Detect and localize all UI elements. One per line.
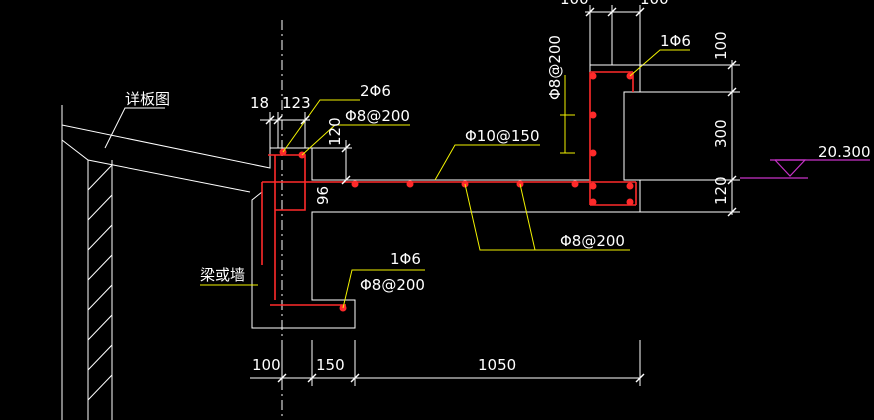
dim-bottom-100: 100 <box>252 356 281 374</box>
dim-120-left: 120 <box>326 117 344 146</box>
upstand-top-rebar-label: 1Φ6 <box>660 32 691 50</box>
dim-bottom-1050: 1050 <box>478 356 516 374</box>
dim-bottom-150: 150 <box>316 356 345 374</box>
leader-lines <box>200 49 690 309</box>
dim-100-right: 100 <box>712 31 730 60</box>
wall-hatch <box>87 160 113 420</box>
sloped-slab <box>61 124 278 193</box>
concrete-outline <box>251 64 641 329</box>
dim-top-right-b: 100 <box>640 0 669 8</box>
elevation-label: 20.300 <box>818 143 871 161</box>
rebar-dots <box>279 72 634 312</box>
dim-96: 96 <box>314 186 332 205</box>
elevation-marker <box>740 159 870 179</box>
bottom-stirrup-label: Φ8@200 <box>360 276 425 294</box>
upstand-vertical-rebar-label: Φ8@200 <box>546 35 564 100</box>
slab-dist-rebar-label: Φ8@200 <box>560 232 625 250</box>
dim-top-right-a: 100 <box>560 0 589 8</box>
rebar-top-left-label: 2Φ6 <box>360 82 391 100</box>
detail-leader <box>104 107 165 149</box>
dim-120-right: 120 <box>712 176 730 205</box>
slab-main-rebar-label: Φ10@150 <box>465 127 540 145</box>
dim-18: 18 <box>250 94 269 112</box>
bottom-bar-label: 1Φ6 <box>390 250 421 268</box>
stirrup-top-left-label: Φ8@200 <box>345 107 410 125</box>
beam-wall-label: 梁或墙 <box>200 266 245 284</box>
dim-123: 123 <box>282 94 311 112</box>
detail-ref-label: 详板图 <box>125 90 170 108</box>
dim-300-right: 300 <box>712 119 730 148</box>
dimension-lines <box>250 5 740 386</box>
dimension-ticks <box>265 7 737 383</box>
